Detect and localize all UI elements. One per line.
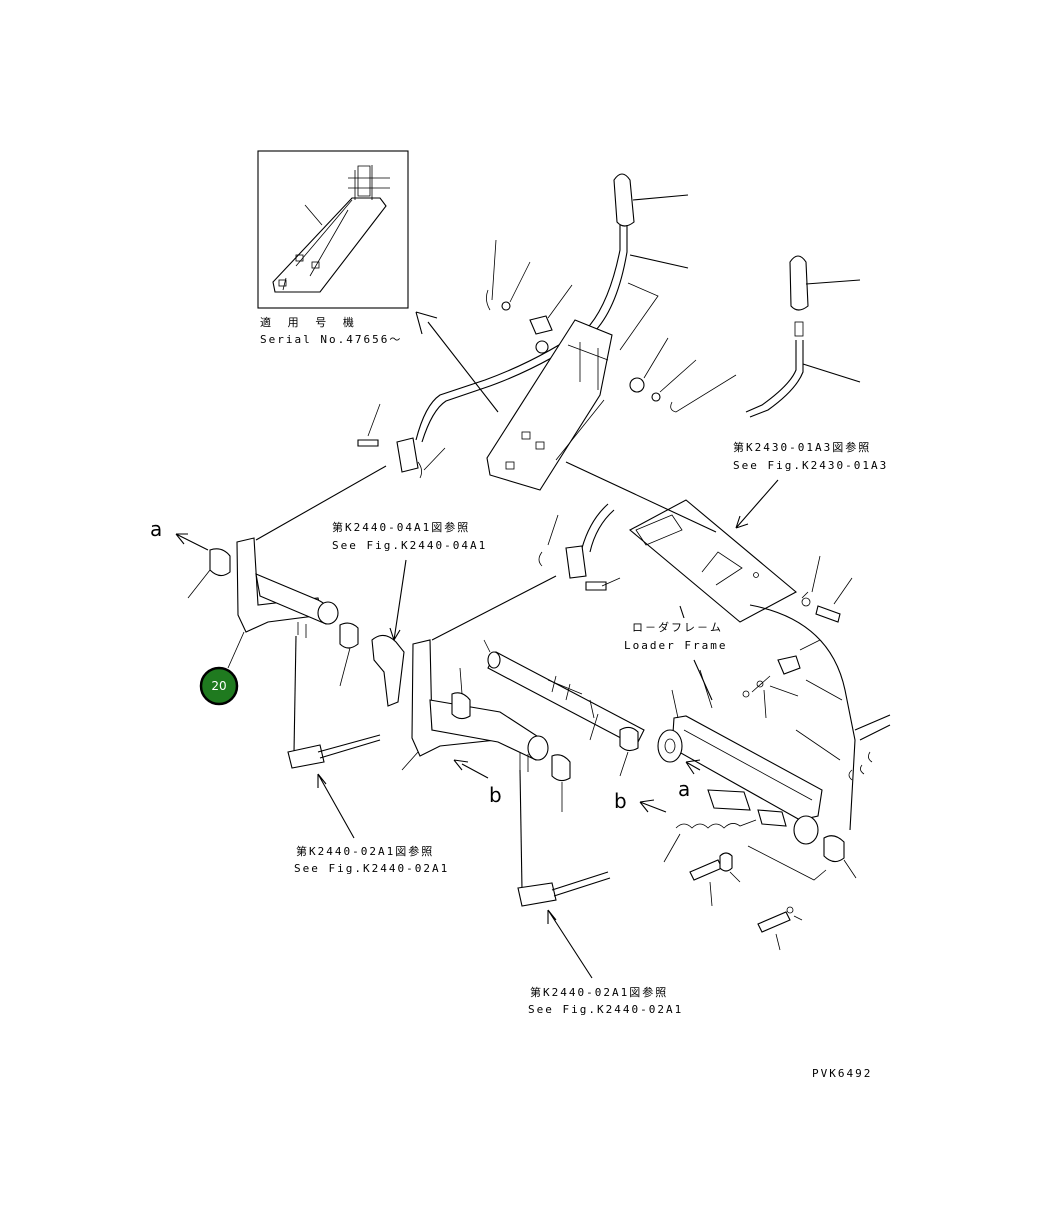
cross-shaft xyxy=(483,639,645,777)
ref-2440-02-right-en: See Fig.K2440-02A1 xyxy=(528,1003,683,1016)
clamp-bracket xyxy=(371,634,405,707)
frame-curve xyxy=(749,604,856,831)
ref-2440-02-left-jp: 第K2440-02A1図参照 xyxy=(296,844,434,858)
callout-badge-20[interactable]: 20 xyxy=(199,666,239,706)
drawing-code: PVK6492 xyxy=(812,1067,872,1080)
arrow-a-left-label: a xyxy=(150,517,162,541)
leader-ref-left xyxy=(317,773,355,839)
arrow-b-center-label: b xyxy=(489,783,502,807)
callout-number[interactable]: 20 xyxy=(211,679,226,693)
link-line-2 xyxy=(431,575,557,641)
link-line-1 xyxy=(255,465,387,541)
ref-2440-02-left-en: See Fig.K2440-02A1 xyxy=(294,862,449,875)
arrow-a-right-label: a xyxy=(678,777,690,801)
inset-variant xyxy=(257,150,409,309)
mounting-plate xyxy=(629,479,797,623)
ref-2430-jp: 第K2430-01A3図参照 xyxy=(733,440,871,454)
center-bell-crank xyxy=(401,639,611,907)
callout-circle[interactable] xyxy=(199,666,239,706)
leader-loader xyxy=(679,605,713,701)
ref-2440-02-right-jp: 第K2440-02A1図参照 xyxy=(530,985,668,999)
arrow-a-left xyxy=(175,533,209,551)
lever-left-assembly xyxy=(357,173,737,491)
left-bell-crank xyxy=(187,537,381,769)
loader-frame-piece xyxy=(639,555,857,951)
ref-2440-04-en: See Fig.K2440-04A1 xyxy=(332,539,487,552)
loader-en: Loader Frame xyxy=(624,639,727,652)
ref-2440-04-jp: 第K2440-04A1図参照 xyxy=(332,520,470,534)
serial-en: Serial No.47656～ xyxy=(260,333,402,346)
serial-jp: 適 用 号 機 xyxy=(260,315,359,329)
link-line-3 xyxy=(565,461,717,533)
leader-ref-right xyxy=(547,909,593,979)
ref-2430-en: See Fig.K2430-01A3 xyxy=(733,459,888,472)
lever-right-assembly xyxy=(538,255,861,591)
inset-arrow xyxy=(415,311,499,413)
arrow-b-right-label: b xyxy=(614,789,627,813)
loader-jp: ロ－ダフレ－ム xyxy=(632,620,723,634)
